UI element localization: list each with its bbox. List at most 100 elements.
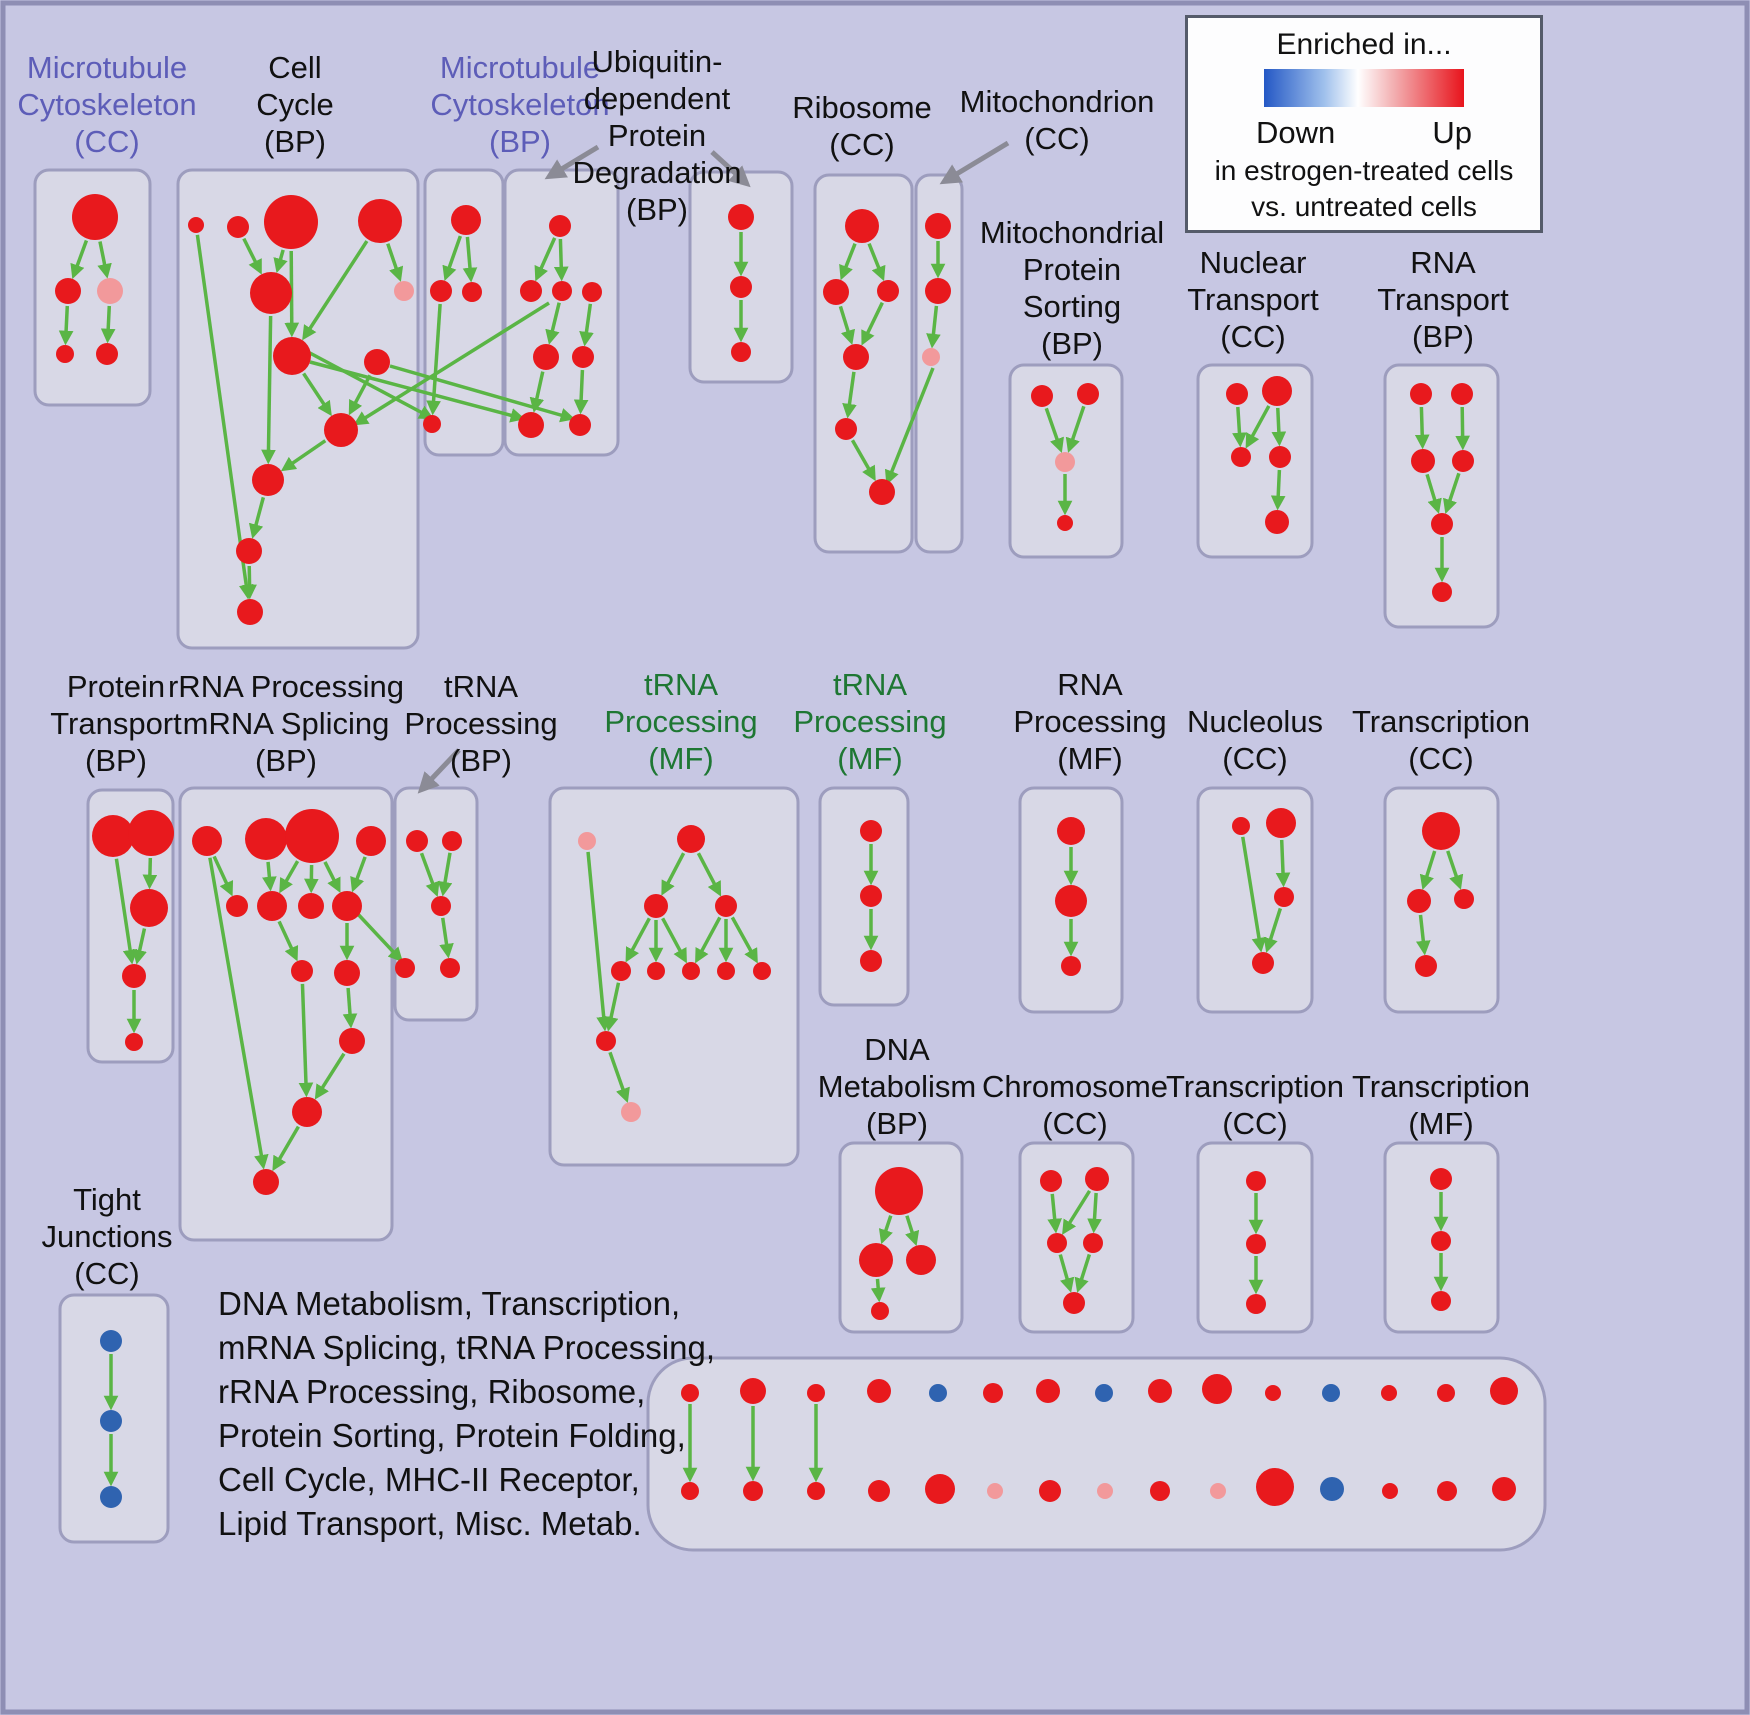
go-term-node [552,281,572,301]
go-term-node [1266,808,1296,838]
edge-arrow [262,861,277,892]
go-term-node [1431,513,1453,535]
cluster-label-rna-transport-bp: RNA [1410,245,1476,280]
edge-arrow [386,243,404,282]
go-term-node [823,279,849,305]
go-term-node [1202,1374,1232,1404]
edge-arrow [553,238,569,282]
cluster-box-protein-transport-bp [86,788,175,1064]
edge-arrow [280,439,327,472]
label-pointer-arrow [710,150,751,188]
go-term-node [533,344,559,370]
edge-arrow [272,1125,300,1172]
go-term-node [807,1384,825,1402]
go-term-node [867,1379,891,1403]
cluster-label-chromosome-cc: Chromosome [982,1069,1168,1104]
go-term-node [92,815,134,857]
edge-arrow [70,239,89,280]
go-term-node [72,194,118,240]
misc-text-line: Protein Sorting, Protein Folding, [218,1417,686,1454]
go-term-node [596,1031,616,1051]
go-term-node [925,1474,955,1504]
misc-text-line: mRNA Splicing, tRNA Processing, [218,1329,716,1366]
go-term-node [364,349,390,375]
edge-arrow [323,861,341,893]
cluster-label-trna-processing-bp: (BP) [450,743,512,778]
go-term-node [339,1028,365,1054]
go-term-node [582,282,602,302]
cluster-label-transcription-cc-mid: (CC) [1408,741,1473,776]
edge-arrow [861,301,884,346]
edge-arrow [242,237,262,275]
cluster-label-rna-transport-bp: Transport [1377,282,1509,317]
go-term-node [100,1410,122,1432]
edge-arrow [314,1052,346,1100]
cross-edge-arrow [354,910,404,963]
cluster-label-mitochondrial-protein-sorting-bp: Protein [1023,252,1121,287]
go-term-node [1210,1483,1226,1499]
go-term-node [1226,383,1248,405]
edge-arrow [1455,406,1470,451]
cluster-label-transcription-mf: (MF) [1408,1106,1473,1141]
go-term-node [406,830,428,852]
go-term-node [835,418,857,440]
edge-arrow [838,305,855,345]
go-term-node [122,964,146,988]
cluster-label-ubiquitin-degradation-bp-left: (BP) [626,192,688,227]
go-term-node [97,278,123,304]
cluster-label-transcription-mf: Transcription [1352,1069,1530,1104]
cluster-label-ubiquitin-degradation-bp-left: Protein [608,118,706,153]
go-term-node [860,885,882,907]
label-pointer-arrow [939,140,1010,185]
edge-arrow [1425,473,1442,514]
edge-arrow [58,305,74,346]
legend-title: Enriched in... [1276,28,1452,61]
edge-arrow [870,1278,886,1303]
edge-arrow [1414,406,1430,450]
go-term-node [677,825,705,853]
go-term-node [740,1378,766,1404]
go-term-node [298,893,324,919]
cluster-label-rrna-processing-mrna-splicing-bp: mRNA Splicing [183,706,390,741]
go-term-node [1246,1294,1266,1314]
edge-arrow [545,302,561,345]
go-term-node [252,464,284,496]
cluster-label-tight-junctions-cc: Tight [73,1182,141,1217]
go-term-node [250,272,292,314]
go-term-node [1040,1170,1062,1192]
edge-arrow [1446,850,1464,890]
go-term-node [332,891,362,921]
cluster-label-tight-junctions-cc: (CC) [74,1256,139,1291]
edge-arrow [730,916,758,964]
edge-arrow [661,917,687,964]
go-term-node [442,831,462,851]
cluster-box-rrna-processing-mrna-splicing-bp [178,786,394,1242]
go-term-node [717,962,735,980]
misc-text-line: Lipid Transport, Misc. Metab. [218,1505,642,1542]
misc-category-text: DNA Metabolism, Transcription, mRNA Spli… [218,1282,715,1546]
go-term-node [1411,449,1435,473]
edge-arrow [878,1215,893,1245]
go-term-node [1231,447,1251,467]
go-term-node [868,1480,890,1502]
cross-edge-arrow [353,301,550,426]
edge-arrow [195,234,254,600]
go-term-node [356,826,386,856]
cluster-label-trna-processing-mf-small: tRNA [833,667,907,702]
cluster-label-mitochondrion-cc: Mitochondrion [960,84,1155,119]
edge-arrow [1271,407,1287,447]
go-term-node [1097,1483,1113,1499]
go-term-node [1437,1481,1457,1501]
go-term-node [682,962,700,980]
cluster-label-ubiquitin-degradation-bp-left: Degradation [573,155,742,190]
go-term-node [1410,383,1432,405]
cluster-label-trna-processing-mf-small: (MF) [837,741,902,776]
go-term-node [100,1486,122,1508]
cross-edge-arrow [884,367,935,486]
go-term-node [520,280,542,302]
edge-arrow [661,852,686,896]
cluster-label-nuclear-transport-cc: (CC) [1220,319,1285,354]
edge-arrow [1263,907,1283,953]
go-term-node [56,345,74,363]
cluster-box-trna-processing-mf-large [548,786,800,1167]
